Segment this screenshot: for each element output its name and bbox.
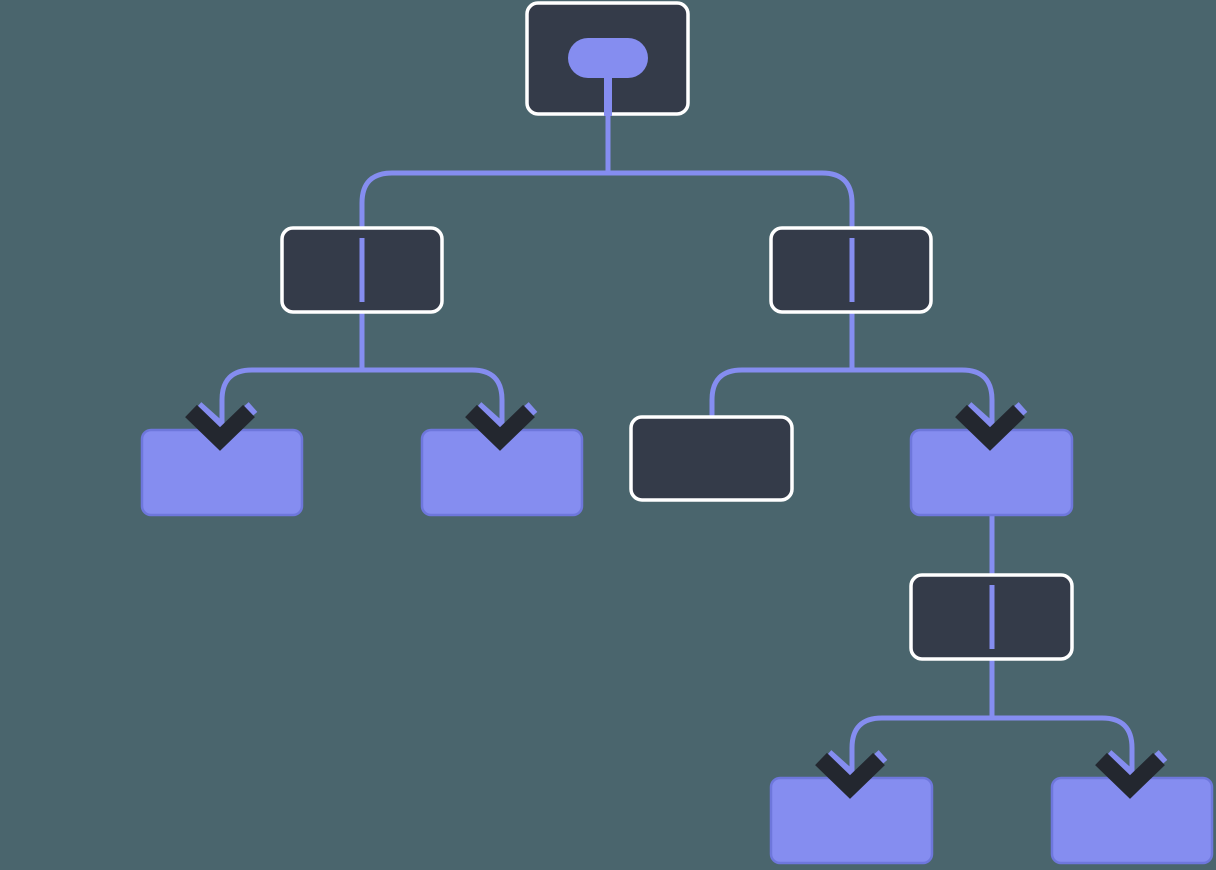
edge-connector: [362, 367, 505, 438]
edges-layer: [219, 114, 1135, 786]
edge-through-node-layer: [359, 238, 995, 649]
edge-connector: [852, 367, 995, 438]
edge-connector: [992, 715, 1135, 786]
arrowhead-marker: [1095, 752, 1165, 799]
tree-node-n6[interactable]: [629, 415, 794, 502]
root-glyph-pill: [568, 38, 648, 78]
arrowheads-layer: [185, 402, 1168, 799]
arrowhead-marker: [815, 752, 885, 799]
root-glyph-stem: [604, 58, 612, 116]
nodes-layer: [140, 1, 1214, 865]
edge-connector: [359, 114, 611, 228]
node-glyph-layer: [568, 38, 648, 116]
arrowhead-marker: [185, 404, 255, 451]
edge-connector: [709, 312, 855, 417]
edge-connector: [608, 170, 855, 228]
edge-connector: [219, 312, 365, 438]
edge-connector: [849, 659, 995, 786]
arrowhead-marker: [465, 404, 535, 451]
arrowhead-marker: [955, 404, 1025, 451]
